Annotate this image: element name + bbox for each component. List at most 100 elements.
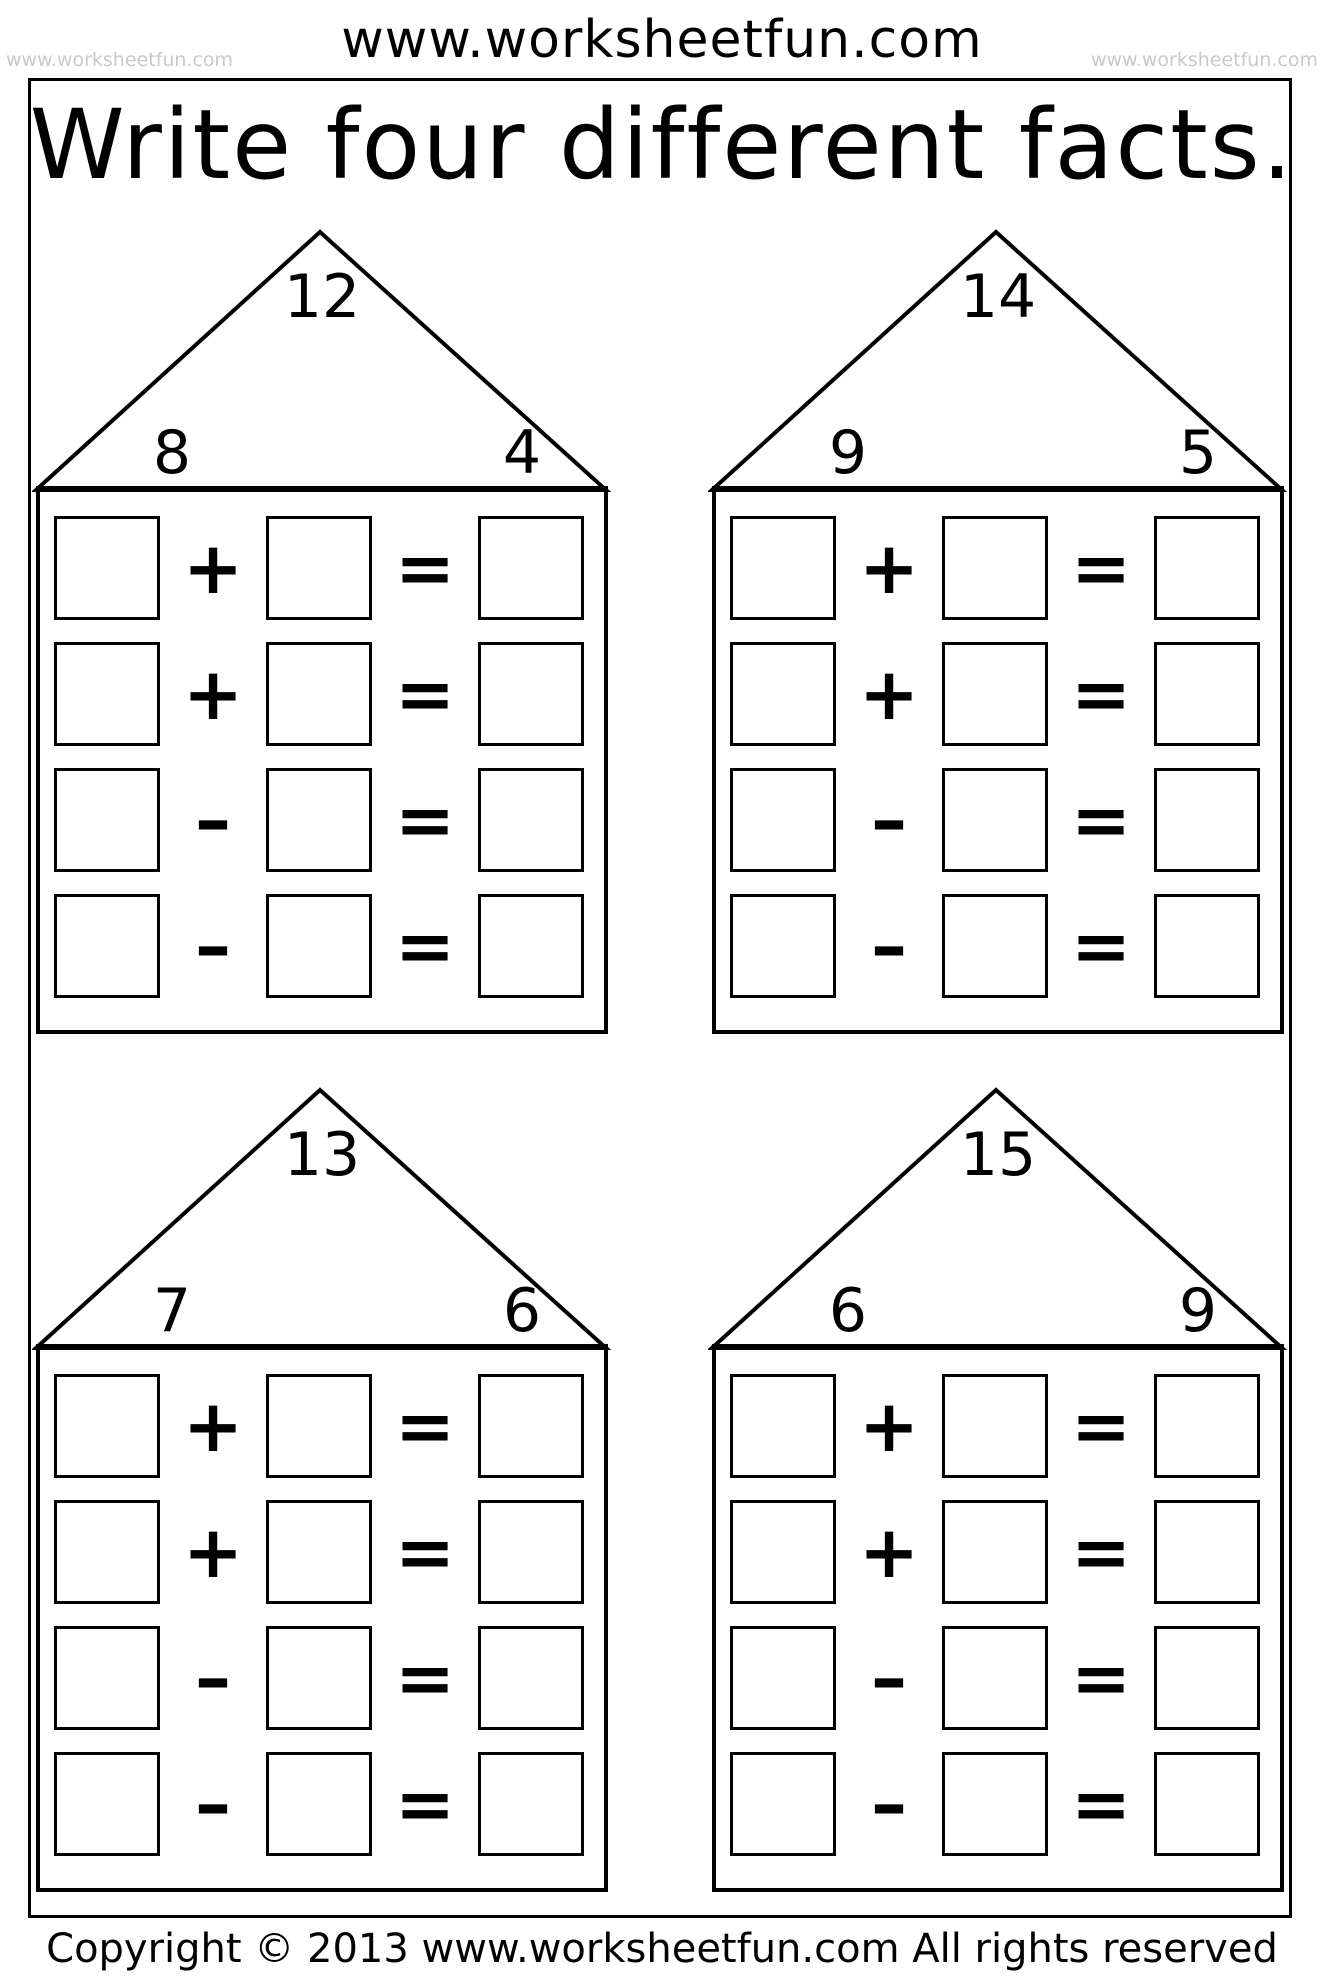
equation-row: += — [54, 642, 594, 746]
equation-row: += — [730, 1374, 1270, 1478]
answer-box[interactable] — [266, 516, 372, 620]
house-roof — [32, 1087, 612, 1350]
equation-row: –= — [730, 1752, 1270, 1856]
answer-box[interactable] — [478, 516, 584, 620]
answer-box[interactable] — [478, 1626, 584, 1730]
side-url-right: www.worksheetfun.com — [1090, 49, 1318, 71]
answer-box[interactable] — [942, 768, 1048, 872]
equals-symbol: = — [1070, 1636, 1132, 1720]
roof-number-right: 5 — [1178, 418, 1218, 488]
equation-row: += — [730, 516, 1270, 620]
answer-box[interactable] — [1154, 768, 1260, 872]
answer-box[interactable] — [730, 642, 836, 746]
operator-symbol: + — [858, 1510, 920, 1594]
answer-box[interactable] — [1154, 642, 1260, 746]
answer-box[interactable] — [942, 894, 1048, 998]
operator-symbol: + — [182, 1384, 244, 1468]
answer-box[interactable] — [478, 1500, 584, 1604]
answer-box[interactable] — [54, 642, 160, 746]
answer-box[interactable] — [266, 1500, 372, 1604]
answer-box[interactable] — [730, 1374, 836, 1478]
equation-row: += — [54, 1500, 594, 1604]
equals-symbol: = — [1070, 904, 1132, 988]
roof-number-top: 13 — [283, 1120, 361, 1190]
equals-symbol: = — [1070, 778, 1132, 862]
answer-box[interactable] — [730, 1752, 836, 1856]
answer-box[interactable] — [54, 1500, 160, 1604]
answer-box[interactable] — [478, 1752, 584, 1856]
answer-box[interactable] — [266, 894, 372, 998]
operator-symbol: – — [871, 904, 907, 988]
answer-box[interactable] — [730, 894, 836, 998]
equals-symbol: = — [1070, 1510, 1132, 1594]
answer-box[interactable] — [942, 642, 1048, 746]
answer-box[interactable] — [266, 1752, 372, 1856]
roof-triangle — [708, 1087, 1288, 1350]
roof-number-left: 9 — [828, 418, 868, 488]
answer-box[interactable] — [1154, 1752, 1260, 1856]
operator-symbol: – — [871, 1762, 907, 1846]
answer-box[interactable] — [942, 1500, 1048, 1604]
house-body: +=+=–=–= — [36, 1344, 608, 1892]
answer-box[interactable] — [730, 768, 836, 872]
answer-box[interactable] — [266, 642, 372, 746]
answer-box[interactable] — [1154, 1500, 1260, 1604]
roof-number-right: 9 — [1178, 1276, 1218, 1346]
equals-symbol: = — [1070, 652, 1132, 736]
answer-box[interactable] — [54, 1626, 160, 1730]
site-url-header: www.worksheetfun.com — [341, 10, 983, 70]
operator-symbol: + — [182, 652, 244, 736]
equation-row: –= — [730, 768, 1270, 872]
equation-row: –= — [730, 894, 1270, 998]
answer-box[interactable] — [266, 1626, 372, 1730]
answer-box[interactable] — [478, 768, 584, 872]
equation-row: += — [54, 1374, 594, 1478]
answer-box[interactable] — [942, 1626, 1048, 1730]
equation-row: += — [730, 642, 1270, 746]
answer-box[interactable] — [478, 894, 584, 998]
answer-box[interactable] — [478, 642, 584, 746]
roof-triangle — [32, 1087, 612, 1350]
operator-symbol: – — [195, 904, 231, 988]
operator-symbol: + — [182, 526, 244, 610]
answer-box[interactable] — [942, 1374, 1048, 1478]
answer-box[interactable] — [54, 1752, 160, 1856]
answer-box[interactable] — [54, 1374, 160, 1478]
answer-box[interactable] — [478, 1374, 584, 1478]
equals-symbol: = — [1070, 1384, 1132, 1468]
equals-symbol: = — [1070, 526, 1132, 610]
answer-box[interactable] — [54, 516, 160, 620]
roof-number-top: 12 — [283, 262, 361, 332]
house-roof — [708, 1087, 1288, 1350]
answer-box[interactable] — [1154, 1374, 1260, 1478]
answer-box[interactable] — [942, 516, 1048, 620]
roof-number-right: 4 — [502, 418, 542, 488]
equals-symbol: = — [394, 1510, 456, 1594]
answer-box[interactable] — [730, 516, 836, 620]
house-body: +=+=–=–= — [712, 486, 1284, 1034]
roof-number-top: 14 — [959, 262, 1037, 332]
answer-box[interactable] — [1154, 1626, 1260, 1730]
answer-box[interactable] — [942, 1752, 1048, 1856]
roof-number-left: 8 — [152, 418, 192, 488]
answer-box[interactable] — [1154, 894, 1260, 998]
equals-symbol: = — [394, 904, 456, 988]
operator-symbol: – — [871, 1636, 907, 1720]
roof-number-left: 6 — [828, 1276, 868, 1346]
equation-row: –= — [54, 894, 594, 998]
answer-box[interactable] — [730, 1626, 836, 1730]
answer-box[interactable] — [266, 768, 372, 872]
roof-number-right: 6 — [502, 1276, 542, 1346]
answer-box[interactable] — [54, 768, 160, 872]
equals-symbol: = — [394, 526, 456, 610]
answer-box[interactable] — [1154, 516, 1260, 620]
equals-symbol: = — [394, 652, 456, 736]
operator-symbol: + — [858, 652, 920, 736]
answer-box[interactable] — [730, 1500, 836, 1604]
answer-box[interactable] — [54, 894, 160, 998]
equals-symbol: = — [394, 1762, 456, 1846]
answer-box[interactable] — [266, 1374, 372, 1478]
